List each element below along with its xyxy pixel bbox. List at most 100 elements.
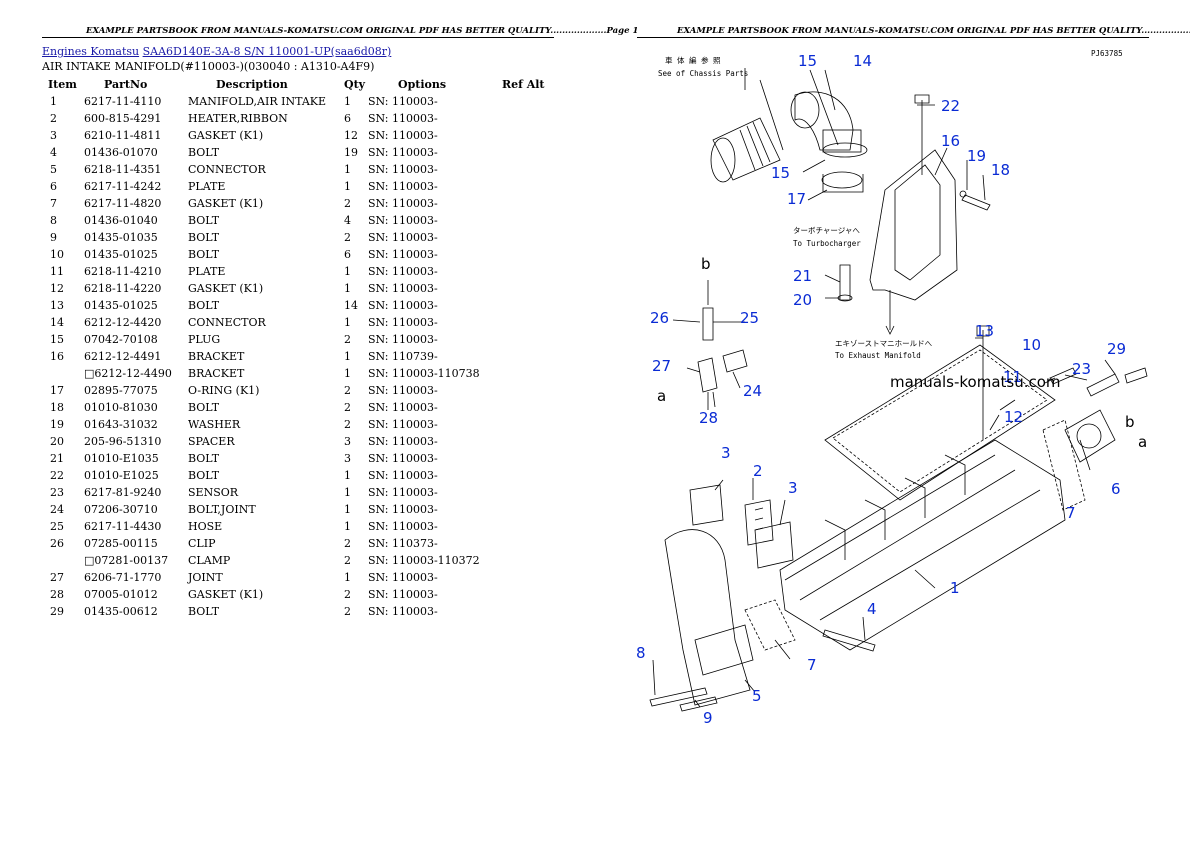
cover-plate [824,344,1056,501]
col-partno: PartNo [104,78,148,91]
cell-partno: 6217-11-4430 [84,520,162,533]
cell-description: GASKET (K1) [188,129,264,142]
cell-refalt [502,246,545,263]
cell-description: CLAMP [188,554,231,567]
note-exhaust-en: To Exhaust Manifold [835,351,921,360]
cell-description: BOLT [188,248,220,261]
cell-description: BOLT [188,231,220,244]
header-rule [42,37,554,38]
cell-refalt [502,212,545,229]
cell-item: 26 [50,537,64,550]
callout-7: 7 [1066,504,1076,522]
cell-description: PLATE [188,180,226,193]
breadcrumb-link-engines[interactable]: Engines Komatsu [42,45,140,58]
page-2: EXAMPLE PARTSBOOK FROM MANUALS-KOMATSU.C… [595,0,1190,842]
callout-28: 28 [699,409,718,427]
exploded-parts-diagram: 車 体 編 参 照 See of Chassis Parts ターボチャージャへ… [636,49,1148,727]
header-rule [637,37,1149,38]
cell-qty: 1 [344,180,351,193]
callout-26: 26 [650,309,669,327]
cell-options: SN: 110003- [368,520,438,533]
cell-item: 24 [50,503,64,516]
elbow-pipe [664,529,751,706]
letter-b-right: b [1125,413,1135,431]
cell-options: SN: 110003- [368,95,438,108]
note-exhaust-jp: エキゾーストマニホールドへ [835,339,933,348]
cell-description: SPACER [188,435,235,448]
cell-description: BOLT [188,401,220,414]
page-header: EXAMPLE PARTSBOOK FROM MANUALS-KOMATSU.C… [677,26,1190,36]
cell-description: BOLT [188,146,220,159]
watermark: manuals-komatsu.com [890,373,1061,391]
cell-options: SN: 110003- [368,418,438,431]
cell-description: O-RING (K1) [188,384,260,397]
cell-partno: 01435-01035 [84,231,158,244]
cell-description: BOLT,JOINT [188,503,256,516]
note-chassis-jp: 車 体 編 参 照 [665,55,721,65]
callout-21: 21 [793,267,812,285]
cell-refalt [502,518,545,535]
cell-item: 7 [50,197,57,210]
cell-item: 19 [50,418,64,431]
cell-refalt [502,297,545,314]
cell-refalt [502,161,545,178]
cell-item: 17 [50,384,64,397]
callout-3: 3 [721,444,731,462]
callout-5: 5 [752,687,762,705]
cell-options: SN: 110003- [368,180,438,193]
cell-partno: □6212-12-4490 [84,367,172,380]
cell-refalt [502,348,545,365]
cell-options: SN: 110003- [368,146,438,159]
cell-options: SN: 110003- [368,112,438,125]
cell-description: BOLT [188,469,220,482]
breadcrumb: Engines Komatsu SAA6D140E-3A-8 S/N 11000… [42,45,391,58]
letter-a-left: a [657,387,666,405]
cell-description: CONNECTOR [188,163,266,176]
callout-23: 23 [1072,360,1091,378]
cell-qty: 1 [344,350,351,363]
cell-qty: 6 [344,248,351,261]
cell-qty: 1 [344,163,351,176]
callout-14: 14 [853,52,872,70]
cell-options: SN: 110003- [368,469,438,482]
callout-22: 22 [941,97,960,115]
breadcrumb-link-model[interactable]: SAA6D140E-3A-8 S/N 110001-UP(saa6d08r) [142,45,392,58]
cell-item: 4 [50,146,57,159]
callout-9: 9 [703,709,713,727]
cell-description: CONNECTOR [188,316,266,329]
cell-item: 25 [50,520,64,533]
cell-refalt [502,416,545,433]
note-turbo-jp: ターボチャージャへ [793,226,860,235]
cell-description: SENSOR [188,486,239,499]
elbow-opening [790,91,820,129]
col-description: Description [216,78,288,91]
cell-item: 12 [50,282,64,295]
col-refalt: Ref Alt [502,78,545,91]
cell-description: GASKET (K1) [188,282,264,295]
letter-a-right: a [1138,433,1147,451]
letter-b-left: b [701,255,711,273]
cell-item: 6 [50,180,57,193]
cell-options: SN: 110003- [368,605,438,618]
callout-8: 8 [636,644,646,662]
note-chassis-en: See of Chassis Parts [658,69,748,78]
cell-qty: 2 [344,554,351,567]
cell-partno: 6218-11-4351 [84,163,162,176]
cell-item: 18 [50,401,64,414]
cell-description: BOLT [188,214,220,227]
cell-item: 9 [50,231,57,244]
callout-4: 4 [867,600,877,618]
cell-description: BOLT [188,452,220,465]
cell-refalt [502,450,545,467]
cell-options: SN: 110003- [368,503,438,516]
cell-qty: 2 [344,197,351,210]
cell-options: SN: 110003- [368,197,438,210]
section-title: AIR INTAKE MANIFOLD(#110003-)(030040 : A… [42,60,375,73]
